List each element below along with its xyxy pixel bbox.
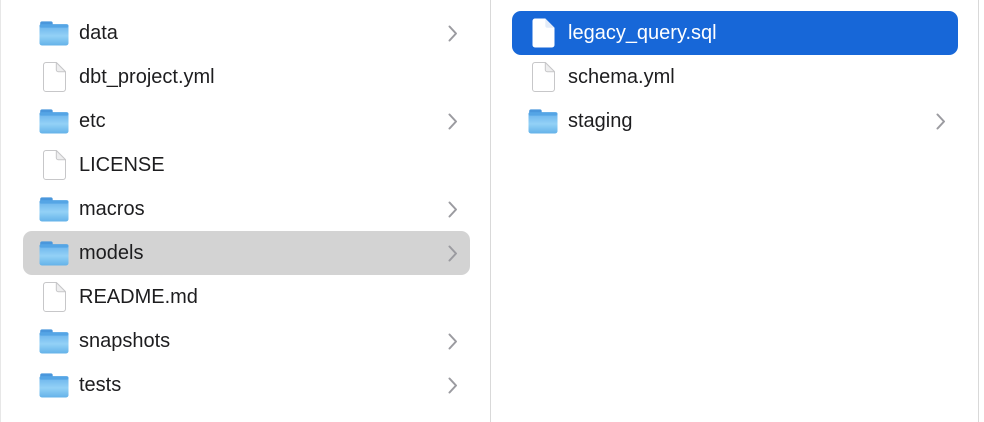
file-name: staging (568, 109, 633, 132)
file-name: legacy_query.sql (568, 21, 717, 44)
document-icon (39, 150, 69, 180)
folder-icon (39, 106, 69, 136)
chevron-right-icon (936, 113, 946, 130)
chevron-right-icon (448, 245, 458, 262)
file-row-models[interactable]: models (23, 231, 470, 275)
file-row-dbt-project-yml[interactable]: dbt_project.yml (23, 55, 470, 99)
chevron-right-icon (448, 25, 458, 42)
folder-icon (528, 106, 558, 136)
file-name: tests (79, 373, 122, 396)
file-name: dbt_project.yml (79, 65, 215, 88)
finder-column-parent: data dbt_project.yml (0, 0, 491, 422)
chevron-right-icon (448, 333, 458, 350)
file-row-license[interactable]: LICENSE (23, 143, 470, 187)
file-row-tests[interactable]: tests (23, 363, 470, 407)
document-icon (39, 282, 69, 312)
folder-icon (39, 238, 69, 268)
file-name: snapshots (79, 329, 171, 352)
chevron-right-icon (448, 201, 458, 218)
folder-icon (39, 370, 69, 400)
file-list: legacy_query.sql schema.yml (512, 11, 958, 143)
document-icon (39, 62, 69, 92)
chevron-right-icon (448, 377, 458, 394)
file-list: data dbt_project.yml (23, 11, 470, 407)
file-name: data (79, 21, 118, 44)
document-icon (528, 62, 558, 92)
file-row-schema-yml[interactable]: schema.yml (512, 55, 958, 99)
file-row-readme-md[interactable]: README.md (23, 275, 470, 319)
file-row-macros[interactable]: macros (23, 187, 470, 231)
chevron-right-icon (448, 113, 458, 130)
folder-icon (39, 326, 69, 356)
file-row-snapshots[interactable]: snapshots (23, 319, 470, 363)
finder-column-child: legacy_query.sql schema.yml (491, 0, 979, 422)
file-name: LICENSE (79, 153, 165, 176)
file-row-data[interactable]: data (23, 11, 470, 55)
file-name: models (79, 241, 144, 264)
file-name: etc (79, 109, 106, 132)
file-name: schema.yml (568, 65, 675, 88)
file-name: macros (79, 197, 145, 220)
file-row-etc[interactable]: etc (23, 99, 470, 143)
file-row-legacy-query-sql[interactable]: legacy_query.sql (512, 11, 958, 55)
file-name: README.md (79, 285, 198, 308)
folder-icon (39, 18, 69, 48)
folder-icon (39, 194, 69, 224)
document-icon (528, 18, 558, 48)
file-row-staging[interactable]: staging (512, 99, 958, 143)
